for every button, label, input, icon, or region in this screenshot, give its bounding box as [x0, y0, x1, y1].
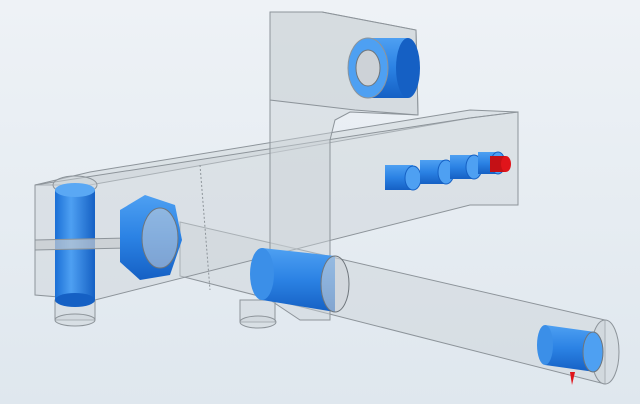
middle-cylinder: [250, 248, 350, 313]
red-fitting: [490, 156, 511, 172]
small-cylinder-row: [385, 151, 511, 191]
top-cylinder: [347, 37, 420, 99]
tube-end-cylinder: [537, 325, 604, 385]
hex-fitting: [120, 195, 182, 280]
